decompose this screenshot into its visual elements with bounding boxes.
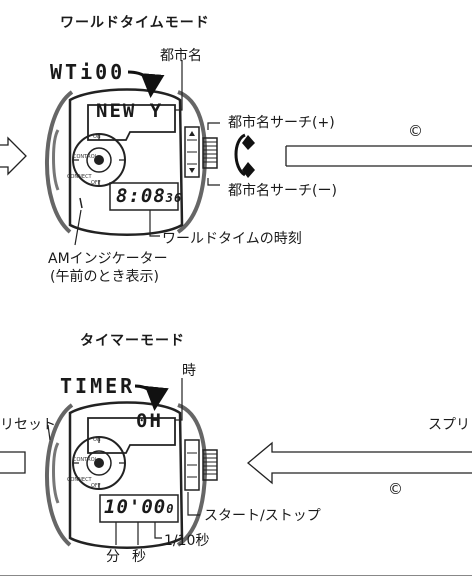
timer-minutes-seconds: 10'00 [104, 496, 167, 518]
city-name-label: 都市名 [160, 48, 202, 64]
watch-button-label-0-1: CONTROL [73, 154, 98, 160]
am-indicator-label: AMインジケーター [48, 251, 168, 267]
minute-label: 分 [106, 549, 120, 565]
world-time-main: 8:0836 [116, 185, 182, 207]
start-stop-label: スタート/ストップ [204, 508, 321, 524]
bottom-rule [0, 575, 472, 576]
wt-indicator: WTi00 [50, 60, 126, 84]
reset-label: リセット [0, 417, 56, 433]
timer-indicator: TIMER [60, 374, 136, 398]
world-time-heading: ワールドタイムモード [60, 15, 210, 31]
timer-watch [45, 401, 218, 549]
am-indicator-note: (午前のとき表示) [50, 269, 159, 285]
split-label: スプリ [428, 417, 470, 433]
city-search-plus-label: 都市名サーチ(+) [228, 115, 335, 131]
second-label: 秒 [132, 549, 146, 565]
circled-c-icon-timer: © [388, 480, 403, 498]
watch-button-label-0-0: ON [93, 134, 101, 140]
timer-hours-display: 0H [136, 410, 163, 432]
watch-button-label-1-1: CONTROL [73, 457, 98, 463]
timer-tenths: 0 [166, 502, 175, 516]
timer-time-main: 10'000 [104, 496, 174, 518]
circled-c-icon: © [408, 122, 423, 140]
world-time-hours-minutes: 8:08 [116, 185, 166, 207]
watch-button-label-1-0: ON [93, 437, 101, 443]
world-time-label: ワールドタイムの時刻 [162, 231, 302, 247]
rotation-arrow-icon [234, 133, 255, 178]
tenth-second-label: 1/10秒 [164, 533, 210, 549]
city-display: NEW Y [96, 100, 164, 122]
watch-button-label-0-2: OFF [91, 180, 101, 186]
watch-button-label-1-3: CONNECT [67, 477, 93, 483]
hour-label: 時 [182, 363, 196, 379]
world-time-seconds: 36 [165, 191, 183, 205]
watch-button-label-0-3: CONNECT [67, 174, 93, 180]
timer-heading: タイマーモード [80, 333, 185, 349]
world-time-watch [45, 88, 218, 236]
watch-button-label-1-2: OFF [91, 483, 101, 489]
city-search-minus-label: 都市名サーチ(ー) [228, 183, 337, 199]
